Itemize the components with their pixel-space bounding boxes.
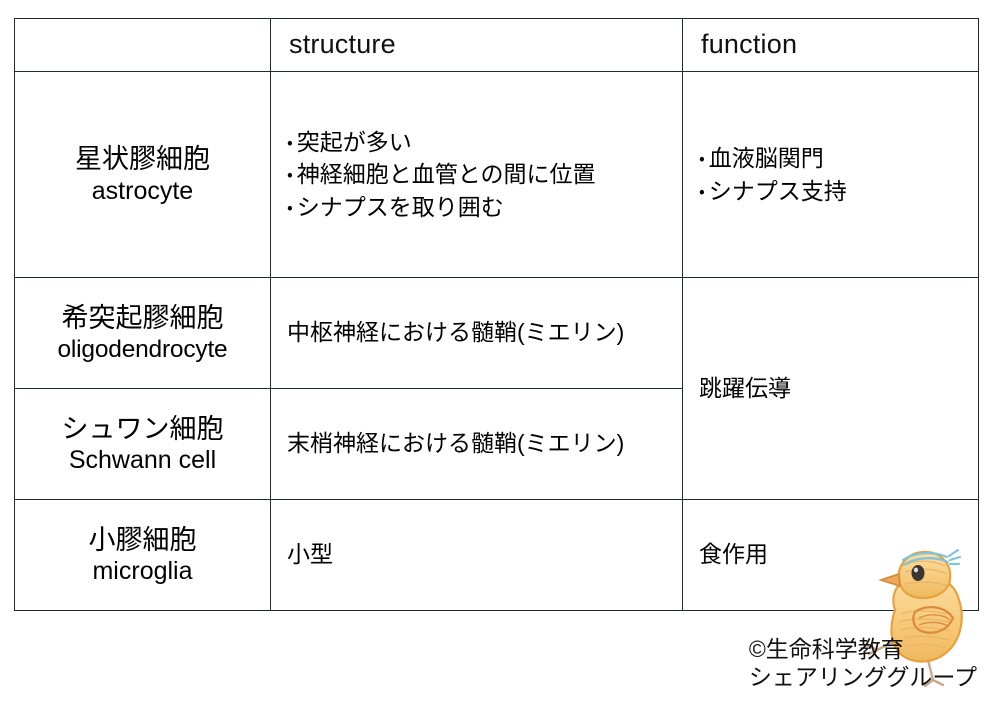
cell-type-name-ja: シュワン細胞 (61, 413, 224, 444)
table-row-microglia: 小膠細胞 microglia 小型 食作用 (14, 499, 979, 611)
cell-type-name-en: Schwann cell (68, 446, 217, 475)
structure-bullet-text: 突起が多い (296, 128, 412, 155)
table-row-oligodendrocyte: 希突起膠細胞 oligodendrocyte 中枢神経における髄鞘(ミエリン) … (14, 277, 979, 500)
cell-type-name-ja: 星状膠細胞 (75, 144, 210, 175)
structure-bullet-item: ・神経細胞と血管との間に位置 (287, 158, 672, 191)
chick-beak (878, 572, 902, 588)
bullet-icon: ・ (699, 181, 705, 201)
header-function-label: function (701, 29, 798, 60)
header-cell-function: function (682, 18, 979, 72)
structure-cell-microglia: 小型 (270, 499, 683, 611)
copyright-credit: ©生命科学教育 シェアリンググループ (749, 635, 977, 691)
glia-cell-comparison-table: structure function 星状膠細胞 astrocyte ・突起が多… (14, 18, 979, 611)
function-cell-myelinating-merged: 跳躍伝導 (682, 277, 979, 500)
structure-bullet-text: 神経細胞と血管との間に位置 (296, 161, 596, 188)
table-header-row: structure function (14, 18, 979, 72)
structure-cell-oligodendrocyte: 中枢神経における髄鞘(ミエリン) (270, 277, 683, 389)
cell-type-name-en: oligodendrocyte (57, 335, 228, 363)
structure-bullet-item: ・突起が多い (287, 126, 672, 159)
function-bullet-item: ・シナプス支持 (699, 175, 968, 208)
structure-text: 中枢神経における髄鞘(ミエリン) (287, 319, 625, 346)
bullet-icon: ・ (287, 132, 293, 152)
structure-bullet-item: ・シナプスを取り囲む (287, 191, 672, 224)
chick-eye (911, 565, 925, 581)
cell-type-schwann-cell: シュワン細胞 Schwann cell (14, 388, 271, 500)
header-structure-label: structure (289, 29, 396, 60)
bullet-icon: ・ (287, 197, 293, 217)
bullet-icon: ・ (699, 148, 705, 168)
function-bullet-text: シナプス支持 (708, 177, 847, 204)
function-bullet-text: 血液脳関門 (708, 144, 824, 171)
function-cell-astrocyte: ・血液脳関門 ・シナプス支持 (682, 71, 979, 278)
structure-text: 小型 (287, 541, 333, 568)
structure-bullet-text: シナプスを取り囲む (296, 193, 504, 220)
function-text: 食作用 (699, 541, 768, 568)
cell-type-name-en: microglia (92, 557, 193, 586)
cell-type-microglia: 小膠細胞 microglia (14, 499, 271, 611)
chick-headband (901, 548, 962, 567)
table-row-schwann-cell: シュワン細胞 Schwann cell 末梢神経における髄鞘(ミエリン) (14, 388, 979, 500)
chick-icon (865, 548, 963, 688)
cell-type-name-ja: 小膠細胞 (88, 524, 197, 555)
structure-cell-schwann-cell: 末梢神経における髄鞘(ミエリン) (270, 388, 683, 500)
cell-type-name-en: astrocyte (91, 176, 194, 205)
header-cell-structure: structure (270, 18, 683, 72)
structure-cell-astrocyte: ・突起が多い ・神経細胞と血管との間に位置 ・シナプスを取り囲む (270, 71, 683, 278)
chick-wing (912, 606, 955, 634)
credit-line-1: ©生命科学教育 (748, 635, 904, 662)
cell-type-name-ja: 希突起膠細胞 (61, 302, 224, 333)
cell-type-astrocyte: 星状膠細胞 astrocyte (14, 71, 271, 278)
header-cell-blank (14, 18, 271, 72)
chick-eye-highlight (914, 567, 918, 573)
table-row-astrocyte: 星状膠細胞 astrocyte ・突起が多い ・神経細胞と血管との間に位置 ・シ… (14, 71, 979, 278)
credit-line-2: シェアリンググループ (748, 663, 977, 690)
structure-text: 末梢神経における髄鞘(ミエリン) (287, 430, 625, 457)
function-bullet-item: ・血液脳関門 (699, 142, 968, 175)
cell-type-oligodendrocyte: 希突起膠細胞 oligodendrocyte (14, 277, 271, 389)
function-text: 跳躍伝導 (699, 374, 791, 401)
bullet-icon: ・ (287, 165, 293, 185)
